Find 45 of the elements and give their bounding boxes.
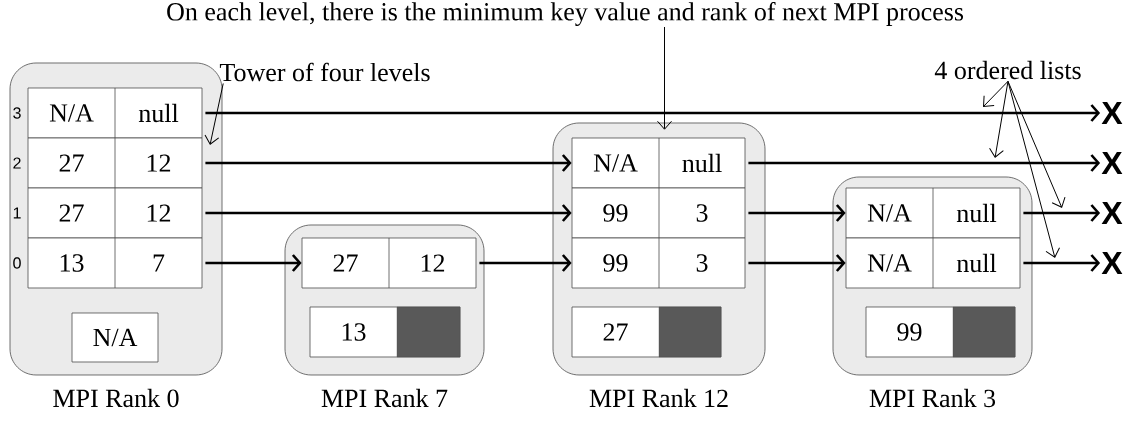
value-box: 13 — [309, 306, 461, 358]
table-row: N/A null — [571, 137, 746, 189]
pointer-arrow — [205, 104, 1101, 122]
table-row: N/A null — [845, 237, 1021, 289]
level-number: 0 — [13, 257, 21, 269]
level-number: 3 — [13, 107, 21, 119]
leader-arrow — [983, 80, 1009, 107]
annotation: On each level, there is the minimum key value and rank of next MPI process — [167, 2, 964, 26]
leader-arrow — [1007, 80, 1060, 258]
leader-arrow — [989, 80, 1009, 158]
table-row: 99 3 — [571, 187, 746, 239]
table-row: 13 7 — [27, 237, 203, 289]
table-row: N/A null — [845, 187, 1021, 239]
end-mark: X — [1101, 102, 1123, 124]
rank-label: MPI Rank 12 — [589, 388, 728, 408]
rank-label: MPI Rank 0 — [53, 388, 179, 408]
value-box: 99 — [865, 306, 1016, 358]
table-row: N/A null — [27, 87, 203, 139]
pointer-arrow — [748, 204, 846, 222]
end-mark: X — [1101, 152, 1123, 174]
rank-label: MPI Rank 3 — [869, 388, 996, 408]
pointer-arrow — [205, 204, 572, 222]
annotation: Tower of four levels — [219, 62, 430, 82]
leader-arrow — [204, 82, 224, 145]
end-mark: X — [1101, 202, 1123, 224]
annotation: 4 ordered lists — [934, 60, 1081, 80]
table-row: 27 12 — [301, 237, 477, 289]
pointer-arrow — [748, 154, 1101, 172]
value-box: N/A — [71, 312, 159, 363]
rank-label: MPI Rank 7 — [321, 388, 448, 408]
leader-arrow — [1007, 80, 1066, 208]
leader-arrow — [657, 26, 672, 130]
pointer-arrow — [205, 254, 302, 272]
level-number: 1 — [13, 207, 21, 219]
pointer-arrow — [1023, 254, 1101, 272]
table-row: 27 12 — [27, 187, 203, 239]
pointer-arrow — [748, 254, 846, 272]
value-box: 27 — [571, 306, 722, 358]
table-row: 27 12 — [27, 137, 203, 189]
level-number: 2 — [13, 157, 21, 169]
end-mark: X — [1101, 252, 1123, 274]
table-row: 99 3 — [571, 237, 746, 289]
pointer-arrow — [205, 154, 572, 172]
pointer-arrow — [479, 254, 572, 272]
pointer-arrow — [1023, 204, 1101, 222]
